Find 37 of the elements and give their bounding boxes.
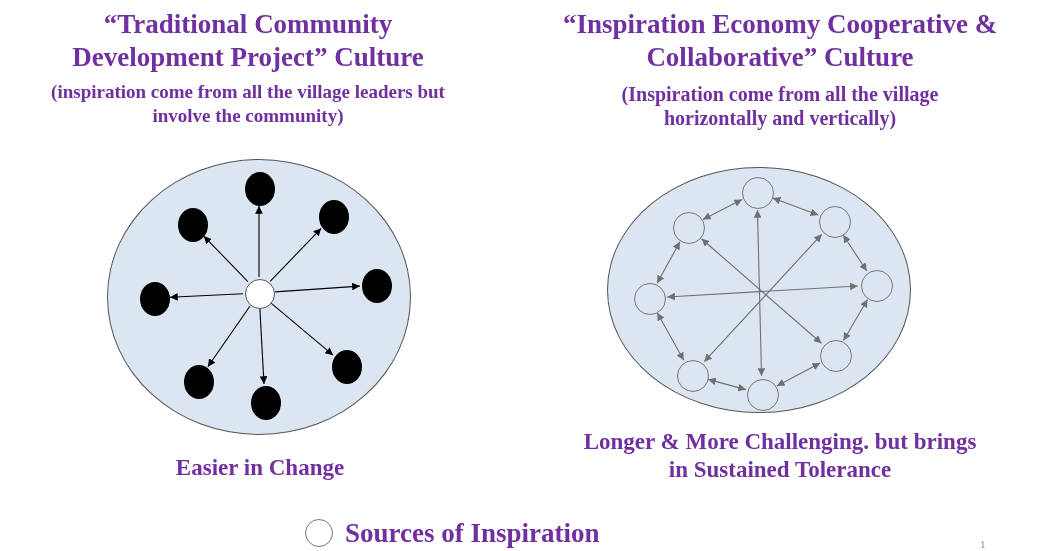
- arrow: [776, 362, 821, 387]
- member-circle: [184, 365, 214, 399]
- arrow: [169, 293, 244, 301]
- source-circle: [245, 279, 275, 309]
- arrow: [656, 241, 681, 284]
- arrow: [842, 298, 869, 342]
- subheading: (inspiration come from all the village leaders but involve the community): [50, 80, 446, 128]
- member-circle: [178, 208, 208, 242]
- caption: Easier in Change: [174, 454, 346, 482]
- arrow: [772, 197, 819, 216]
- arrow: [703, 233, 823, 363]
- member-circle: [319, 200, 349, 234]
- member-circle: [362, 269, 392, 303]
- arrow: [842, 234, 868, 272]
- arrow: [270, 302, 334, 356]
- caption: Longer & More Challenging. but brings in Sustained Tolerance: [582, 428, 978, 484]
- arrow: [255, 205, 263, 278]
- arrow: [702, 199, 743, 220]
- member-circle: [245, 172, 275, 206]
- arrow: [203, 235, 249, 283]
- subheading: (Inspiration come from all the village horizontally and vertically): [620, 82, 940, 130]
- arrow: [656, 312, 685, 361]
- page-number: 1: [980, 537, 986, 551]
- heading: “Inspiration Economy Cooperative & Collaborative” Culture: [561, 8, 999, 74]
- arrow: [707, 377, 747, 392]
- arrow: [753, 209, 766, 377]
- arrow: [207, 305, 251, 368]
- member-circle: [251, 386, 281, 420]
- arrow: [701, 238, 822, 344]
- member-circle: [140, 282, 170, 316]
- member-circle: [332, 350, 362, 384]
- heading: “Traditional Community Development Project” Culture: [71, 8, 425, 74]
- arrow: [274, 282, 361, 293]
- arrow: [269, 227, 322, 282]
- arrow: [666, 282, 859, 301]
- arrow: [259, 308, 268, 385]
- legend-text: Sources of Inspiration: [345, 517, 600, 550]
